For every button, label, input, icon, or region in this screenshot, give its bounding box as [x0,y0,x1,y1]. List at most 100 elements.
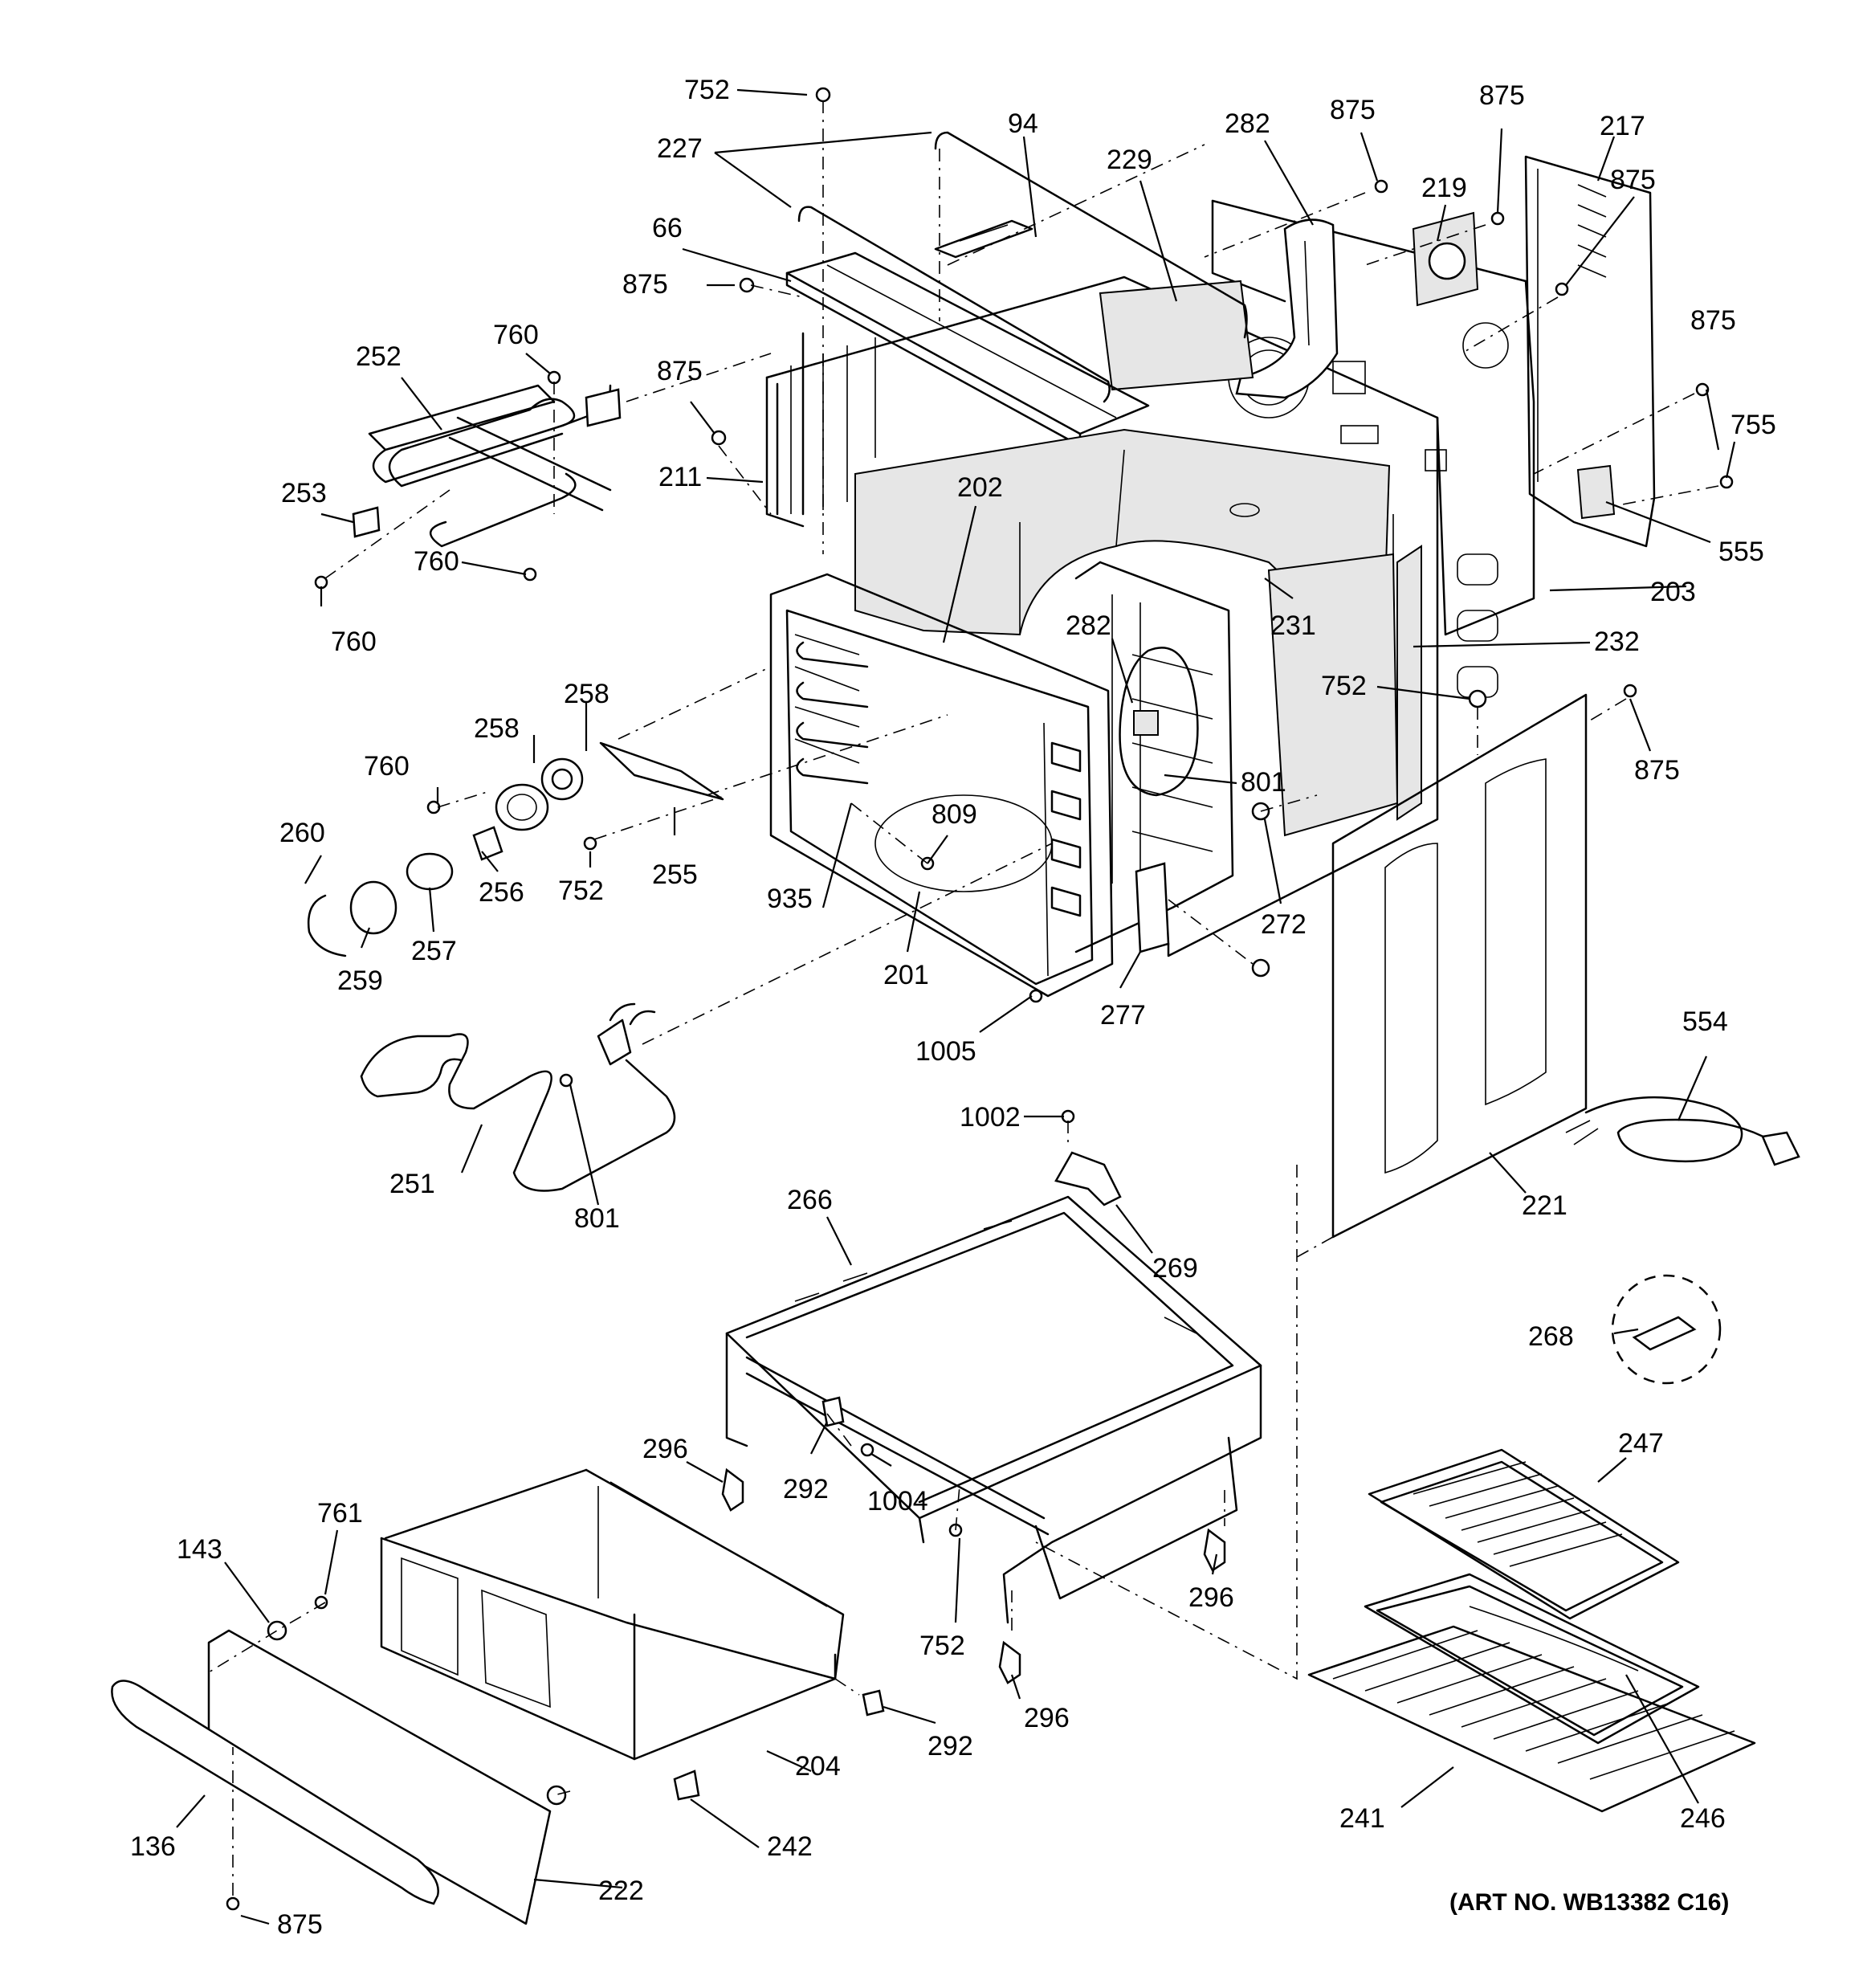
callout-222: 222 [598,1876,644,1906]
callout-801: 801 [1241,767,1286,798]
callout-219: 219 [1421,173,1467,203]
insulation-229 [1099,280,1254,391]
callout-232: 232 [1594,627,1640,657]
callout-760: 760 [414,546,459,577]
power-cord-554 [1565,1096,1800,1166]
callout-256: 256 [479,877,524,908]
callout-247: 247 [1618,1428,1664,1459]
callout-875: 875 [657,356,703,386]
drawer-frame-266 [725,1195,1262,1624]
callout-260: 260 [279,818,325,848]
callout-251: 251 [389,1169,435,1199]
callout-296: 296 [642,1434,688,1464]
callout-227: 227 [657,133,703,164]
callout-258: 258 [564,679,609,709]
leader-lines [176,88,1736,1925]
callout-203: 203 [1650,577,1696,607]
callout-204: 204 [795,1751,841,1782]
callout-875: 875 [1690,305,1736,336]
wire-227 [797,131,1248,403]
callout-246: 246 [1680,1803,1726,1834]
callout-202: 202 [957,472,1003,503]
callout-217: 217 [1600,111,1645,141]
bracket-253 [352,506,381,538]
callout-66: 66 [652,213,683,243]
callout-875: 875 [622,269,668,300]
callout-760: 760 [493,320,539,350]
callout-258: 258 [474,713,520,744]
terminal-block-555 [1576,464,1616,520]
callout-277: 277 [1100,1000,1146,1031]
callout-555: 555 [1718,537,1764,567]
callout-211: 211 [658,462,702,492]
callout-760: 760 [364,751,410,782]
side-panel-221 [1331,693,1588,1239]
callout-761: 761 [317,1498,363,1529]
sensor-282 [1119,647,1199,797]
callout-94: 94 [1008,108,1038,139]
hinge-277 [1135,862,1170,953]
callout-266: 266 [787,1185,833,1215]
callout-268: 268 [1528,1321,1574,1352]
callout-875: 875 [1330,95,1376,125]
drawer-front-222 [207,1629,552,1925]
callout-259: 259 [337,965,383,996]
broiler-pan-246 [1364,1573,1700,1745]
vent-duct-282 [1235,218,1339,399]
bracket-94 [934,219,1033,259]
callout-554: 554 [1682,1006,1728,1037]
callout-253: 253 [281,478,327,508]
front-frame-202 [769,573,1114,998]
broiler-grid-247 [1368,1448,1680,1620]
callout-296: 296 [1188,1582,1234,1613]
callout-1002: 1002 [960,1102,1021,1133]
callout-809: 809 [932,799,977,830]
warming-drawer-204 [380,1468,845,1761]
bracket-269 [1054,1151,1122,1206]
art-number: (ART NO. WB13382 C16) [1449,1889,1729,1916]
callout-752: 752 [919,1631,965,1661]
callout-labels: 752 227 94 229 282 875 875 217 875 219 6… [130,75,1776,1940]
callout-752: 752 [1321,671,1367,701]
back-cover-217 [1524,155,1656,548]
vent-grille-219 [1412,211,1479,307]
insulation-232 [1267,553,1399,837]
callout-752: 752 [558,876,604,906]
callout-801: 801 [574,1203,620,1234]
hardware-fasteners [226,87,1734,1911]
callout-296: 296 [1024,1703,1070,1733]
callout-229: 229 [1107,145,1152,175]
bake-element-251 [360,1002,676,1192]
callout-282: 282 [1225,108,1270,139]
callout-1005: 1005 [915,1036,976,1067]
handle-136 [111,1680,439,1905]
callout-760: 760 [331,627,377,657]
alignment-lines [204,100,1719,1896]
broil-element-252 [368,384,622,548]
callout-255: 255 [652,859,698,890]
callout-269: 269 [1152,1253,1198,1284]
callout-241: 241 [1339,1803,1385,1834]
callout-136: 136 [130,1831,176,1862]
callout-755: 755 [1731,410,1776,440]
callout-752: 752 [684,75,730,105]
callout-875: 875 [1634,755,1680,786]
callout-292: 292 [783,1474,829,1504]
callout-252: 252 [356,341,402,372]
callout-1004: 1004 [867,1486,928,1517]
callout-257: 257 [411,936,457,966]
callout-875: 875 [1610,165,1656,195]
callout-875: 875 [277,1909,323,1940]
light-assembly [307,741,724,957]
callout-242: 242 [767,1831,813,1862]
trim-66 [785,251,1150,447]
callout-143: 143 [177,1534,222,1565]
callout-272: 272 [1261,909,1307,940]
oven-rack-241 [1307,1625,1756,1813]
callout-292: 292 [927,1731,973,1761]
callout-221: 221 [1522,1190,1567,1221]
callout-935: 935 [767,884,813,914]
callout-231: 231 [1270,610,1316,641]
callout-282: 282 [1066,610,1111,641]
